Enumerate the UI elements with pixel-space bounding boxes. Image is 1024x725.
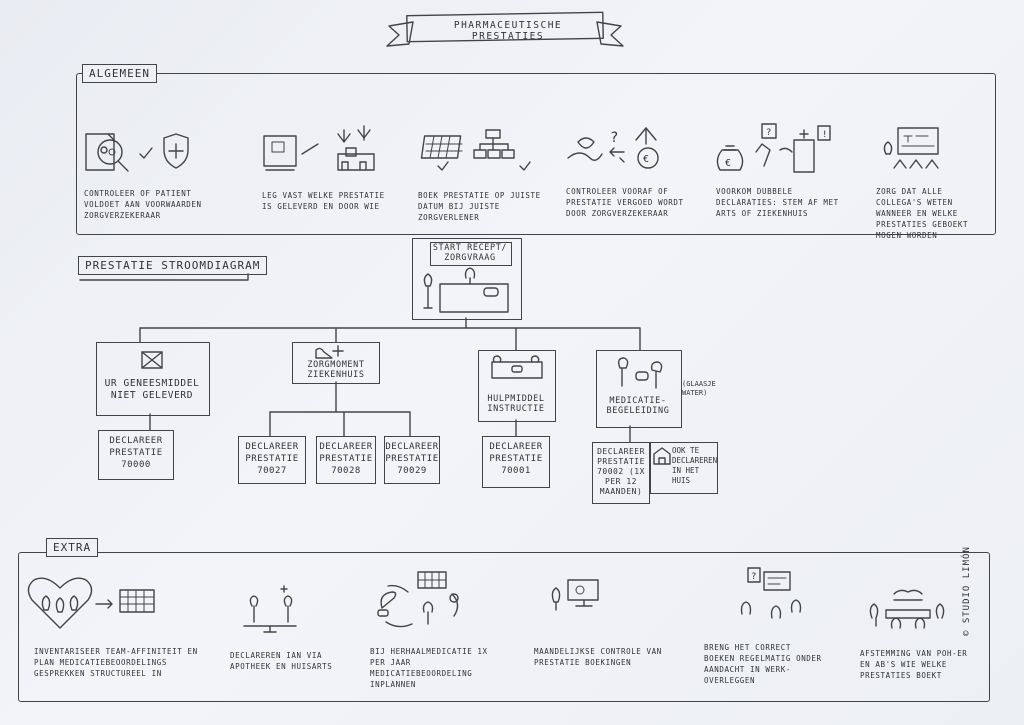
node-aid-label: HULPMIDDEL INSTRUCTIE <box>487 394 545 414</box>
team-board-icon <box>883 127 939 169</box>
code-70027: DECLAREER PRESTATIE 70027 <box>238 436 306 484</box>
algemeen-item-3: BOEK PRESTATIE OP JUISTE DATUM BIJ JUIST… <box>418 191 541 222</box>
node-hospital-label: ZORGMOMENT ZIEKENHUIS <box>307 360 365 380</box>
extra-item-5: BRENG HET CORRECT BOEKEN REGELMATIG ONDE… <box>704 643 822 685</box>
money-hospital-icon: € ? ! <box>716 123 831 173</box>
instruction-counter-icon <box>491 355 543 379</box>
home-declare-note <box>650 442 718 494</box>
algemeen-item-2: LEG VAST WELKE PRESTATIE IS GELEVERD EN … <box>262 191 385 211</box>
algemeen-item-4: CONTROLEER VOORAF OF PRESTATIE VERGOED W… <box>566 187 684 218</box>
extra-tag: EXTRA <box>46 538 99 557</box>
node-medication-label: MEDICATIE-BEGELEIDING <box>606 396 670 416</box>
crossed-box-icon <box>141 351 163 369</box>
svg-text:?: ? <box>751 572 756 582</box>
water-note: (GLAASJE WATER) <box>682 380 716 397</box>
extra-item-2: DECLAREREN IAN VIA APOTHEEK EN HUISARTS <box>230 651 333 671</box>
svg-text:!: ! <box>822 130 827 140</box>
algemeen-tag: ALGEMEEN <box>82 64 157 83</box>
extra-section <box>18 552 990 702</box>
page-title: PHARMACEUTISCHE PRESTATIES <box>453 20 563 42</box>
algemeen-item-5: VOORKOM DUBBELE DECLARATIES: STEM AF MET… <box>716 187 839 218</box>
pharmacy-counter-icon <box>423 267 509 313</box>
pills-money-icon: ? € <box>567 127 659 169</box>
node-not-delivered <box>96 342 210 416</box>
code-70029: DECLAREER PRESTATIE 70029 <box>384 436 440 484</box>
magnifier-shield-icon <box>85 133 189 172</box>
algemeen-section <box>76 73 996 235</box>
extra-item-3: BIJ HERHAALMEDICATIE 1X PER JAAR MEDICAT… <box>370 647 488 689</box>
node-aid-instruction <box>478 350 556 422</box>
extra-item-6: AFSTEMMING VAN POH-ER EN AB'S WIE WELKE … <box>860 649 968 680</box>
meeting-icon: ? <box>740 567 802 619</box>
node-medication-guidance <box>596 350 682 428</box>
code-70002: DECLAREER PRESTATIE 70002 (1X PER 12 MAA… <box>592 442 650 504</box>
start-label: START RECEPT/ ZORGVRAAG <box>432 243 508 263</box>
start-node <box>412 238 522 320</box>
node-hospital <box>292 342 380 384</box>
flow-tag: PRESTATIE STROOMDIAGRAM <box>78 256 268 275</box>
handshake-icon <box>869 589 945 629</box>
svg-text:?: ? <box>766 128 771 138</box>
monitor-icon <box>551 579 599 611</box>
extra-item-1: INVENTARISEER TEAM-AFFINITEIT EN PLAN ME… <box>34 647 198 678</box>
hospital-bed-icon <box>315 345 344 359</box>
heart-calendar-icon <box>27 577 155 629</box>
svg-text:?: ? <box>610 130 618 146</box>
register-screen-icon <box>263 125 375 171</box>
medication-guidance-icon <box>617 357 663 389</box>
studio-credit: © STUDIO LIMÓN <box>962 546 972 636</box>
home-declare-text: OOK TE DECLAREREN IN HET HUIS <box>672 446 718 485</box>
svg-text:€: € <box>643 154 649 165</box>
calendar-org-icon <box>420 129 531 171</box>
start-label-box <box>430 242 512 266</box>
title-banner <box>386 11 624 47</box>
extra-item-4: MAANDELIJKSE CONTROLE VAN PRESTATIE BOEK… <box>534 647 662 667</box>
cycle-calendar-icon <box>377 571 459 628</box>
house-icon <box>653 447 671 465</box>
code-70028: DECLAREER PRESTATIE 70028 <box>316 436 376 484</box>
algemeen-item-1: CONTROLEER OF PATIENT VOLDOET AAN VOORWA… <box>84 189 202 220</box>
svg-text:€: € <box>725 158 731 169</box>
code-70000: DECLAREER PRESTATIE 70000 <box>98 430 174 480</box>
code-70001: DECLAREER PRESTATIE 70001 <box>482 436 550 488</box>
flow-tag-underline <box>79 273 249 281</box>
balance-icon <box>243 585 297 633</box>
node-not-delivered-label: UR GENEESMIDDEL NIET GELEVERD <box>104 378 200 401</box>
algemeen-item-6: ZORG DAT ALLE COLLEGA'S WETEN WANNEER EN… <box>876 187 969 240</box>
